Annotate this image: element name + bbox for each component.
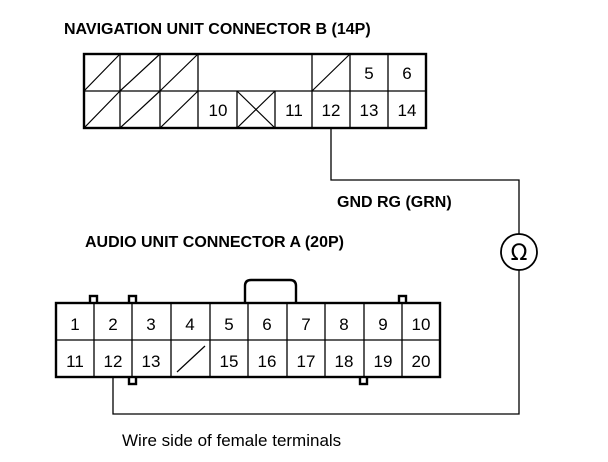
wire-to-audio-pin-12 xyxy=(112,270,520,415)
audio-pin-9: 9 xyxy=(378,315,387,334)
audio-pin-2: 2 xyxy=(108,315,117,334)
audio-pin-18: 18 xyxy=(335,352,354,371)
caption: Wire side of female terminals xyxy=(122,431,341,450)
wire-label: GND RG (GRN) xyxy=(337,194,452,211)
audio-blank-cavity xyxy=(176,345,206,373)
wire-from-nav-pin-12 xyxy=(330,128,520,234)
nav-pin-13: 13 xyxy=(360,101,379,120)
audio-pin-16: 16 xyxy=(258,352,277,371)
audio-connector-title: AUDIO UNIT CONNECTOR A (20P) xyxy=(85,234,344,251)
audio-pin-8: 8 xyxy=(339,315,348,334)
ohmmeter-icon: Ω xyxy=(500,233,538,271)
audio-pin-6: 6 xyxy=(262,315,271,334)
nav-pin-6: 6 xyxy=(402,64,411,83)
audio-pin-10: 10 xyxy=(412,315,431,334)
test-wire xyxy=(112,128,520,415)
nav-pin-10: 10 xyxy=(209,101,228,120)
audio-pin-19: 19 xyxy=(374,352,393,371)
ohm-symbol: Ω xyxy=(511,241,528,266)
audio-pin-17: 17 xyxy=(297,352,316,371)
audio-pin-4: 4 xyxy=(185,315,194,334)
nav-blank-cavities xyxy=(83,53,351,129)
nav-pin-11: 11 xyxy=(285,101,303,120)
audio-pin-5: 5 xyxy=(224,315,233,334)
nav-pin-14: 14 xyxy=(398,101,417,120)
nav-pin-12: 12 xyxy=(322,101,341,120)
nav-pin-5: 5 xyxy=(364,64,373,83)
audio-connector: 1 2 3 4 5 6 7 8 9 10 11 12 13 15 16 17 1… xyxy=(54,278,442,386)
audio-pin-1: 1 xyxy=(70,315,79,334)
audio-pin-13: 13 xyxy=(142,352,161,371)
audio-pin-7: 7 xyxy=(301,315,310,334)
audio-pin-12: 12 xyxy=(104,352,123,371)
audio-pin-20: 20 xyxy=(412,352,431,371)
audio-pin-11: 11 xyxy=(66,352,84,371)
nav-connector: 5 6 10 11 12 13 14 xyxy=(82,52,428,130)
audio-pin-3: 3 xyxy=(146,315,155,334)
nav-connector-title: NAVIGATION UNIT CONNECTOR B (14P) xyxy=(64,21,371,38)
audio-latch xyxy=(243,278,298,303)
audio-pin-15: 15 xyxy=(220,352,239,371)
